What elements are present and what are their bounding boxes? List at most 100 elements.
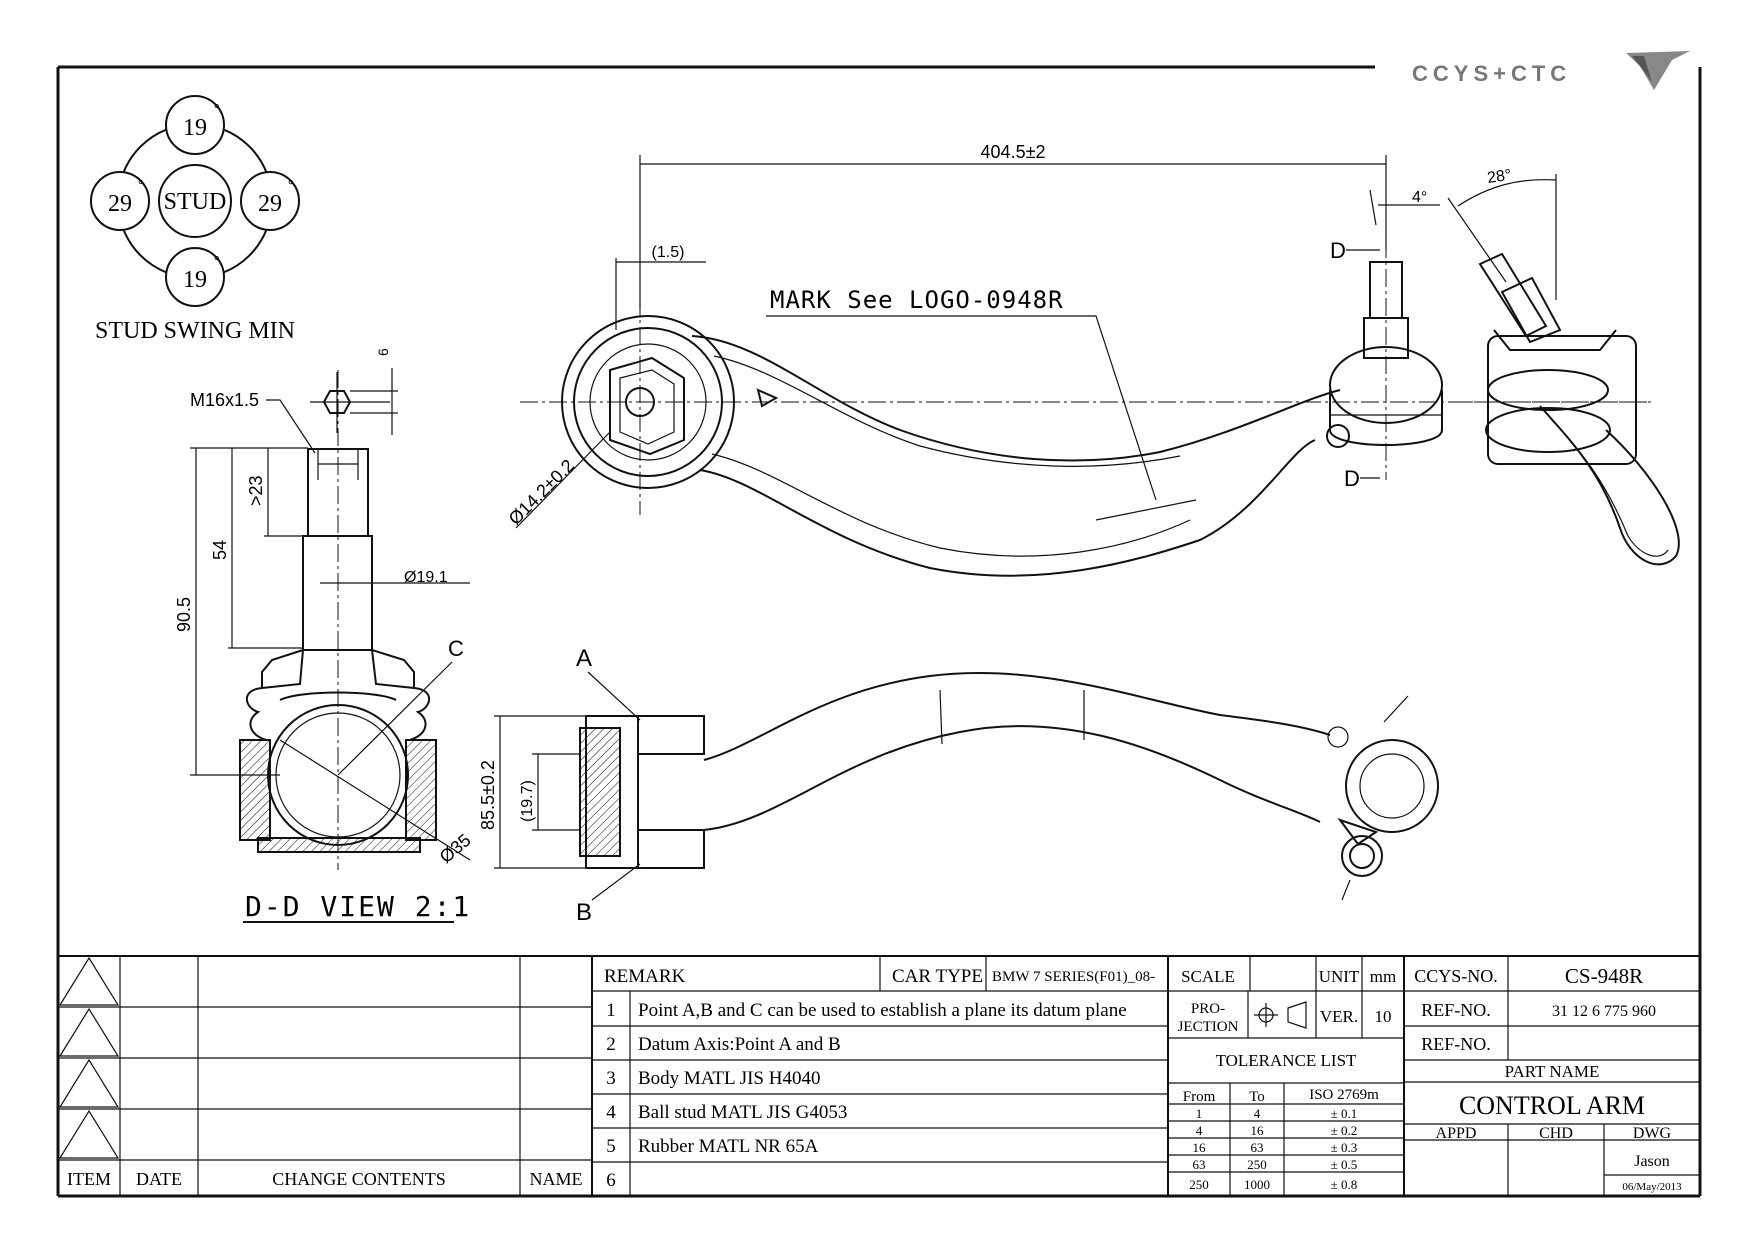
name-header: NAME (530, 1169, 583, 1189)
svg-text:1000: 1000 (1244, 1177, 1270, 1192)
svg-text:4: 4 (1196, 1123, 1203, 1138)
thread-label: M16x1.5 (190, 390, 259, 410)
svg-text:°: ° (214, 102, 220, 117)
svg-text:JECTION: JECTION (1178, 1019, 1239, 1035)
spec-box: SCALE UNIT mm PRO- JECTION VER. 10 TOLER… (1178, 967, 1397, 1192)
svg-text:From: From (1183, 1089, 1216, 1105)
point-c-label: C (448, 636, 464, 661)
tolerance-title: TOLERANCE LIST (1216, 1051, 1357, 1070)
unit-value: mm (1370, 967, 1396, 986)
ref-number: 31 12 6 775 960 (1552, 1003, 1656, 1020)
swing-left-value: 29 (108, 191, 132, 217)
ref2-label: REF-NO. (1421, 1034, 1491, 1054)
bore-dim: Ø14.2±0.2 (505, 455, 578, 528)
swing-bottom-value: 19 (183, 267, 207, 293)
sheet-border (56, 65, 1702, 1198)
svg-text:63: 63 (1193, 1157, 1206, 1172)
svg-text:16: 16 (1251, 1123, 1265, 1138)
top-view: 404.5±2 (1.5) Ø14.2±0.2 MARK See LOGO-09… (505, 142, 1650, 577)
ball-diameter-dim: Ø35 (436, 830, 475, 867)
svg-text:250: 250 (1189, 1177, 1209, 1192)
swing-right-value: 29 (258, 191, 282, 217)
thread-length-dim: >23 (246, 475, 266, 506)
chd-label: CHD (1539, 1125, 1573, 1142)
front-height-dim: 85.5±0.2 (478, 760, 498, 830)
height-dim: 90.5 (174, 597, 194, 632)
logo-mark-note: MARK See LOGO-0948R (770, 286, 1064, 314)
svg-text:°: ° (288, 178, 294, 193)
dwg-label: DWG (1633, 1125, 1672, 1142)
drawing-date: 06/May/2013 (1622, 1181, 1682, 1193)
remarks-table: REMARK CAR TYPE BMW 7 SERIES(F01)_08- 1 … (604, 966, 1155, 1191)
side-view: 28° (1447, 167, 1680, 566)
length-dim: 404.5±2 (981, 142, 1046, 162)
ver-label: VER. (1320, 1007, 1358, 1026)
svg-text:3: 3 (606, 1068, 616, 1089)
ref-label: REF-NO. (1421, 1000, 1491, 1020)
item-header: ITEM (67, 1169, 111, 1189)
svg-text:°: ° (138, 178, 144, 193)
svg-text:4: 4 (606, 1102, 616, 1123)
svg-text:CCYS+CTC: CCYS+CTC (1412, 61, 1571, 86)
drawer-name: Jason (1634, 1153, 1670, 1170)
svg-text:1: 1 (606, 1000, 616, 1021)
hex-tolerance-dim: 6 (375, 348, 391, 356)
swing-caption: STUD SWING MIN (95, 318, 295, 344)
remark-5: Rubber MATL NR 65A (638, 1136, 819, 1157)
remark-4: Ball stud MATL JIS G4053 (638, 1102, 847, 1123)
swing-top-value: 19 (183, 115, 207, 141)
contents-header: CHANGE CONTENTS (272, 1169, 446, 1189)
ccys-number: CS-948R (1565, 964, 1643, 988)
car-type-value: BMW 7 SERIES(F01)_08- (992, 969, 1155, 985)
date-header: DATE (136, 1169, 182, 1189)
remark-title: REMARK (604, 966, 686, 987)
svg-text:250: 250 (1247, 1157, 1267, 1172)
title-block-grid (58, 955, 1700, 1196)
ver-value: 10 (1375, 1007, 1392, 1026)
company-logo: CCYS+CTC (1412, 51, 1690, 90)
svg-text:1: 1 (1196, 1106, 1203, 1121)
front-view: A B 85.5±0.2 (19.7) (478, 645, 1439, 926)
remark-3: Body MATL JIS H4040 (638, 1068, 820, 1089)
svg-text:± 0.5: ± 0.5 (1331, 1157, 1358, 1172)
unit-label: UNIT (1319, 967, 1360, 986)
part-name-label: PART NAME (1505, 1062, 1600, 1081)
point-b-label: B (576, 899, 592, 926)
svg-text:ISO 2769m: ISO 2769m (1309, 1087, 1379, 1103)
revision-table: ITEM DATE CHANGE CONTENTS NAME (67, 1169, 583, 1189)
section-mark-bottom: D (1344, 466, 1360, 491)
point-a-label: A (576, 645, 592, 672)
svg-text:2: 2 (606, 1034, 616, 1055)
svg-text:63: 63 (1251, 1140, 1264, 1155)
svg-text:PRO-: PRO- (1191, 1001, 1225, 1017)
title-block: CCYS-NO. CS-948R REF-NO. 31 12 6 775 960… (1414, 964, 1682, 1193)
scale-label: SCALE (1181, 967, 1235, 986)
remark-1: Point A,B and C can be used to establish… (638, 1000, 1127, 1021)
svg-text:± 0.2: ± 0.2 (1331, 1123, 1358, 1138)
stud-swing-diagram: 19 ° 19 ° 29 ° 29 ° STUD STUD SWING MIN (90, 95, 300, 344)
svg-text:4: 4 (1254, 1106, 1261, 1121)
remark-2: Datum Axis:Point A and B (638, 1034, 841, 1055)
stud-length-dim: 54 (210, 540, 230, 560)
svg-text:± 0.3: ± 0.3 (1331, 1140, 1358, 1155)
front-inner-dim: (19.7) (519, 780, 536, 822)
projection-symbol (1254, 1001, 1307, 1029)
offset-dim: (1.5) (652, 244, 685, 261)
svg-text:± 0.8: ± 0.8 (1331, 1177, 1358, 1192)
section-mark-top: D (1330, 238, 1346, 263)
svg-text:To: To (1249, 1089, 1265, 1105)
section-caption: D-D VIEW 2:1 (245, 890, 471, 923)
car-type-label: CAR TYPE (892, 966, 983, 987)
svg-text:°: ° (214, 254, 220, 269)
swing-center-label: STUD (164, 189, 227, 215)
tilt-angle-dim: 4° (1412, 189, 1427, 206)
ccys-label: CCYS-NO. (1414, 966, 1498, 986)
svg-text:± 0.1: ± 0.1 (1331, 1106, 1358, 1121)
svg-text:6: 6 (606, 1170, 616, 1191)
svg-text:5: 5 (606, 1136, 616, 1157)
part-name: CONTROL ARM (1459, 1091, 1645, 1120)
section-view-dd: 6 M16x1.5 C 90.5 54 >23 (174, 348, 475, 923)
stud-diameter-dim: Ø19.1 (404, 569, 448, 586)
appd-label: APPD (1436, 1125, 1477, 1142)
